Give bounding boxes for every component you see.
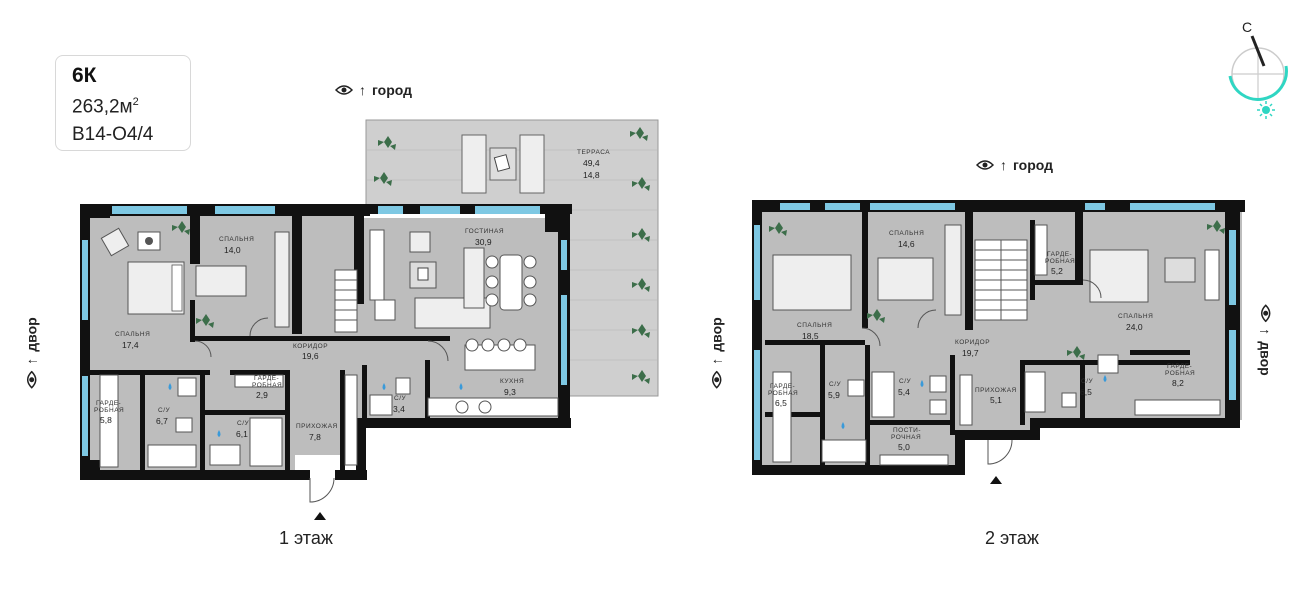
svg-text:9,3: 9,3	[504, 387, 516, 397]
svg-text:5,2: 5,2	[1051, 266, 1063, 276]
apartment-type: 6К	[72, 64, 97, 87]
svg-text:СПАЛЬНЯ: СПАЛЬНЯ	[797, 322, 832, 329]
svg-text:6,7: 6,7	[156, 416, 168, 426]
view-city-label-floor1: ↑ город	[335, 82, 412, 98]
svg-text:2,9: 2,9	[256, 390, 268, 400]
svg-text:С/У: С/У	[1081, 378, 1094, 385]
svg-text:С/У: С/У	[394, 395, 407, 402]
apartment-area: 263,2м2	[72, 96, 139, 118]
svg-text:КУХНЯ: КУХНЯ	[500, 378, 524, 385]
floor2-doors	[861, 279, 1102, 465]
entrance-marker-floor2	[990, 476, 1002, 484]
svg-text:РОБНАЯ: РОБНАЯ	[768, 390, 798, 397]
svg-text:5,1: 5,1	[990, 395, 1002, 405]
svg-text:ГАРДЕ-: ГАРДЕ-	[1047, 251, 1072, 258]
svg-text:ГАРДЕ-: ГАРДЕ-	[1167, 363, 1192, 370]
svg-text:24,0: 24,0	[1126, 322, 1143, 332]
svg-text:5,9: 5,9	[828, 390, 840, 400]
svg-text:ГАРДЕ-: ГАРДЕ-	[254, 375, 279, 382]
floor2-walls	[752, 200, 1245, 475]
entrance-marker-floor1	[314, 512, 326, 520]
eye-icon	[711, 370, 722, 389]
svg-text:30,9: 30,9	[475, 237, 492, 247]
plant-icon	[172, 127, 1225, 384]
svg-text:3,4: 3,4	[393, 404, 405, 414]
compass-needle	[1250, 35, 1266, 67]
svg-text:6,5: 6,5	[1080, 387, 1092, 397]
svg-text:СПАЛЬНЯ: СПАЛЬНЯ	[889, 230, 924, 237]
floor1-furniture	[99, 227, 559, 468]
svg-text:РОБНАЯ: РОБНАЯ	[1165, 370, 1195, 377]
svg-text:ГАРДЕ-: ГАРДЕ-	[770, 383, 795, 390]
svg-text:49,4: 49,4	[583, 158, 600, 168]
svg-text:14,0: 14,0	[224, 245, 241, 255]
svg-text:17,4: 17,4	[122, 340, 139, 350]
svg-text:КОРИДОР: КОРИДОР	[955, 339, 990, 346]
svg-text:ГОСТИНАЯ: ГОСТИНАЯ	[465, 228, 504, 235]
compass-sun-arc	[1228, 65, 1288, 101]
svg-text:6,5: 6,5	[775, 398, 787, 408]
svg-text:ПОСТИ-: ПОСТИ-	[893, 427, 921, 434]
apartment-code: В14-О4/4	[72, 124, 154, 145]
view-yard-label-floor2: ↑ двор	[709, 317, 725, 389]
svg-text:5,0: 5,0	[898, 442, 910, 452]
view-yard-label-floor2-right: ↑ двор	[1258, 304, 1274, 376]
eye-icon	[26, 370, 37, 389]
svg-text:ГАРДЕ-: ГАРДЕ-	[96, 400, 121, 407]
svg-text:ПРИХОЖАЯ: ПРИХОЖАЯ	[296, 423, 338, 430]
floor1-label: 1 этаж	[279, 528, 333, 548]
compass: С	[1228, 19, 1288, 119]
svg-text:С/У: С/У	[829, 381, 842, 388]
svg-text:С/У: С/У	[158, 407, 171, 414]
eye-icon	[335, 85, 353, 95]
floor1-doors	[194, 317, 449, 503]
view-yard-label-floor1: ↑ двор	[24, 317, 40, 389]
svg-text:С/У: С/У	[899, 378, 912, 385]
svg-text:КОРИДОР: КОРИДОР	[293, 343, 328, 350]
arrow-up-icon: ↑	[359, 82, 366, 98]
svg-text:РОБНАЯ: РОБНАЯ	[94, 407, 124, 414]
svg-text:5,8: 5,8	[100, 415, 112, 425]
svg-text:ПРИХОЖАЯ: ПРИХОЖАЯ	[975, 387, 1017, 394]
svg-text:РОБНАЯ: РОБНАЯ	[252, 382, 282, 389]
floor2-room-labels: СПАЛЬНЯ 18,5 СПАЛЬНЯ 14,6 ГАРДЕ- РОБНАЯ …	[768, 230, 1195, 452]
svg-text:19,6: 19,6	[302, 351, 319, 361]
floor1-room-labels: ТЕРРАСА 49,4 14,8 СПАЛЬНЯ 14,0 ГОСТИНАЯ …	[94, 149, 610, 442]
svg-text:РОБНАЯ: РОБНАЯ	[1045, 258, 1075, 265]
svg-text:19,7: 19,7	[962, 348, 979, 358]
svg-text:С/У: С/У	[237, 420, 250, 427]
svg-text:СПАЛЬНЯ: СПАЛЬНЯ	[219, 236, 254, 243]
svg-text:СПАЛЬНЯ: СПАЛЬНЯ	[1118, 313, 1153, 320]
svg-text:ТЕРРАСА: ТЕРРАСА	[577, 149, 610, 156]
floor2-label: 2 этаж	[985, 528, 1039, 548]
svg-text:6,1: 6,1	[236, 429, 248, 439]
apartment-info-card: 6К 263,2м2 В14-О4/4	[55, 55, 191, 151]
eye-icon	[1260, 304, 1271, 323]
svg-text:7,8: 7,8	[309, 432, 321, 442]
svg-text:14,8: 14,8	[583, 170, 600, 180]
arrow-up-icon: ↑	[1000, 157, 1007, 173]
sun-icon	[1257, 101, 1275, 119]
floor2-windows	[754, 203, 1236, 460]
svg-text:8,2: 8,2	[1172, 378, 1184, 388]
svg-text:14,6: 14,6	[898, 239, 915, 249]
svg-text:5,4: 5,4	[898, 387, 910, 397]
svg-text:18,5: 18,5	[802, 331, 819, 341]
view-city-label-floor2: ↑ город	[976, 157, 1053, 173]
floor1-windows	[82, 206, 567, 456]
svg-text:РОЧНАЯ: РОЧНАЯ	[891, 434, 921, 441]
eye-icon	[976, 160, 994, 170]
svg-text:СПАЛЬНЯ: СПАЛЬНЯ	[115, 331, 150, 338]
compass-north-label: С	[1242, 19, 1252, 35]
floor2-furniture	[772, 224, 1221, 466]
water-drop-icon	[168, 375, 1107, 437]
